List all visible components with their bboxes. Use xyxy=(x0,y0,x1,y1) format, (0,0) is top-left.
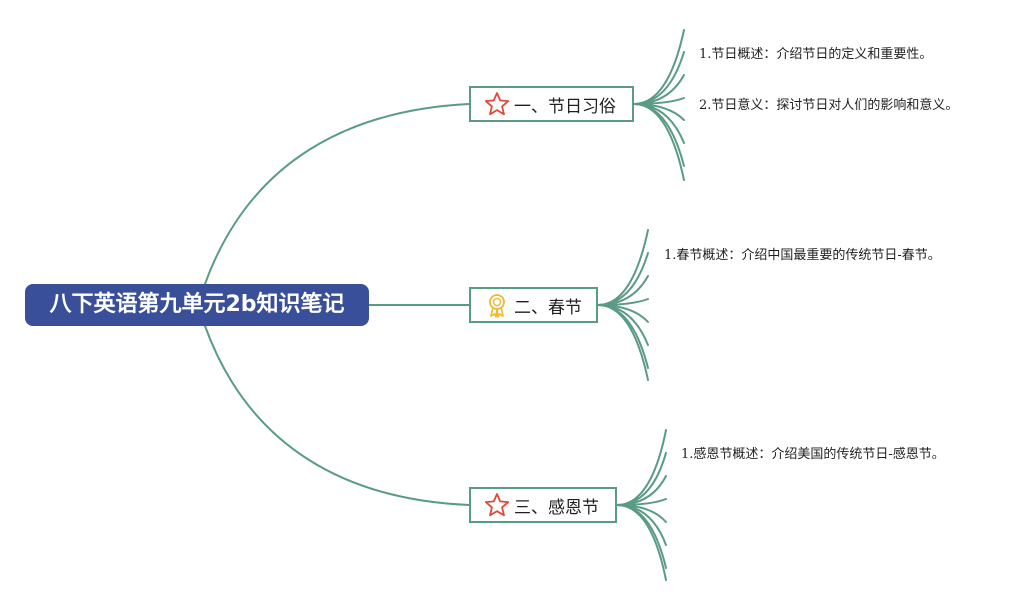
leaf-spring-festival-overview[interactable]: 1.春节概述：介绍中国最重要的传统节日-春节。 xyxy=(664,248,941,263)
branch-node-spring-festival[interactable]: 二、春节 xyxy=(469,287,598,323)
branch-node-thanksgiving[interactable]: 三、感恩节 xyxy=(469,487,617,523)
branch-label: 一、节日习俗 xyxy=(514,96,616,117)
star-icon xyxy=(484,492,510,518)
branch-label: 二、春节 xyxy=(514,297,582,318)
fan-branch-3 xyxy=(616,429,667,506)
award-ribbon-icon xyxy=(484,292,510,318)
leaf-festival-significance[interactable]: 2.节日意义：探讨节日对人们的影响和意义。 xyxy=(699,98,959,113)
root-node[interactable]: 八下英语第九单元2b知识笔记 xyxy=(25,284,369,326)
leaf-thanksgiving-overview[interactable]: 1.感恩节概述：介绍美国的传统节日-感恩节。 xyxy=(681,447,945,462)
fan-branch-1 xyxy=(633,29,685,105)
star-icon xyxy=(484,91,510,117)
connector-root-to-branch-3 xyxy=(204,325,470,506)
connector-root-to-branch-1 xyxy=(204,103,470,285)
fan-branch-2 xyxy=(597,229,649,306)
branch-node-festival-customs[interactable]: 一、节日习俗 xyxy=(469,86,634,122)
branch-label: 三、感恩节 xyxy=(514,497,599,518)
leaf-festival-overview[interactable]: 1.节日概述：介绍节日的定义和重要性。 xyxy=(699,47,933,62)
